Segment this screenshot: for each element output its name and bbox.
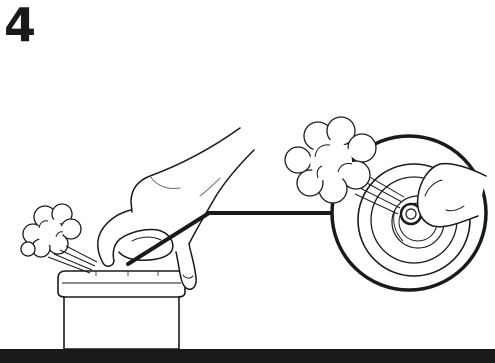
magnified-finger <box>416 162 487 228</box>
step-number: 4 <box>4 0 37 52</box>
right-steam-puff-icon <box>284 116 377 204</box>
left-steam-puff-icon <box>20 203 82 258</box>
callout-pointer-line <box>126 211 335 266</box>
jar-icon <box>57 270 186 350</box>
bottom-rule <box>0 349 495 363</box>
right-vapor-stream <box>354 175 405 215</box>
hand-icon <box>97 127 255 290</box>
left-vapor-stream <box>47 245 98 274</box>
